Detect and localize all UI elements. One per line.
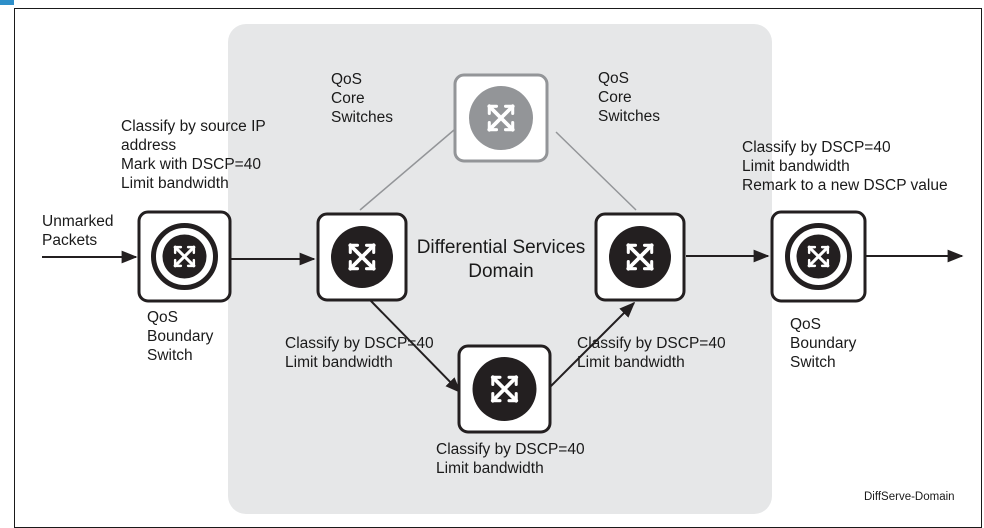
unmarked-packets-label: Unmarked Packets bbox=[42, 213, 114, 249]
path-left-label: Classify by DSCP=40 Limit bandwidth bbox=[285, 335, 434, 371]
egress-actions-label: Classify by DSCP=40 Limit bandwidth Rema… bbox=[742, 139, 948, 194]
core-switch-right bbox=[594, 212, 686, 302]
core-switch-bottom bbox=[457, 344, 552, 434]
path-right-label: Classify by DSCP=40 Limit bandwidth bbox=[577, 335, 726, 371]
core-switch-top bbox=[453, 73, 549, 163]
link-top-to-core-right bbox=[555, 131, 637, 211]
connectors bbox=[42, 129, 964, 394]
core-switch-left bbox=[316, 212, 408, 302]
boundary-switch-left-label: QoS Boundary Switch bbox=[147, 309, 214, 364]
link-core-left-to-top bbox=[359, 129, 455, 211]
boundary-switch-right-label: QoS Boundary Switch bbox=[790, 316, 857, 371]
link-bottom-to-core-right bbox=[548, 301, 636, 389]
corner-accent bbox=[0, 0, 14, 5]
boundary-switch-right bbox=[770, 210, 867, 303]
core-switches-left-label: QoS Core Switches bbox=[331, 71, 394, 126]
network-diagram bbox=[42, 73, 964, 434]
path-bottom-label: Classify by DSCP=40 Limit bandwidth bbox=[436, 441, 585, 477]
boundary-switch-left bbox=[137, 210, 232, 303]
core-switches-right-label: QoS Core Switches bbox=[598, 70, 661, 125]
ingress-actions-label: Classify by source IP address Mark with … bbox=[121, 118, 266, 192]
link-core-left-to-bottom bbox=[369, 299, 462, 394]
figure-id-label: DiffServe-Domain bbox=[864, 491, 955, 503]
domain-title: Differential Services Domain bbox=[416, 237, 586, 282]
